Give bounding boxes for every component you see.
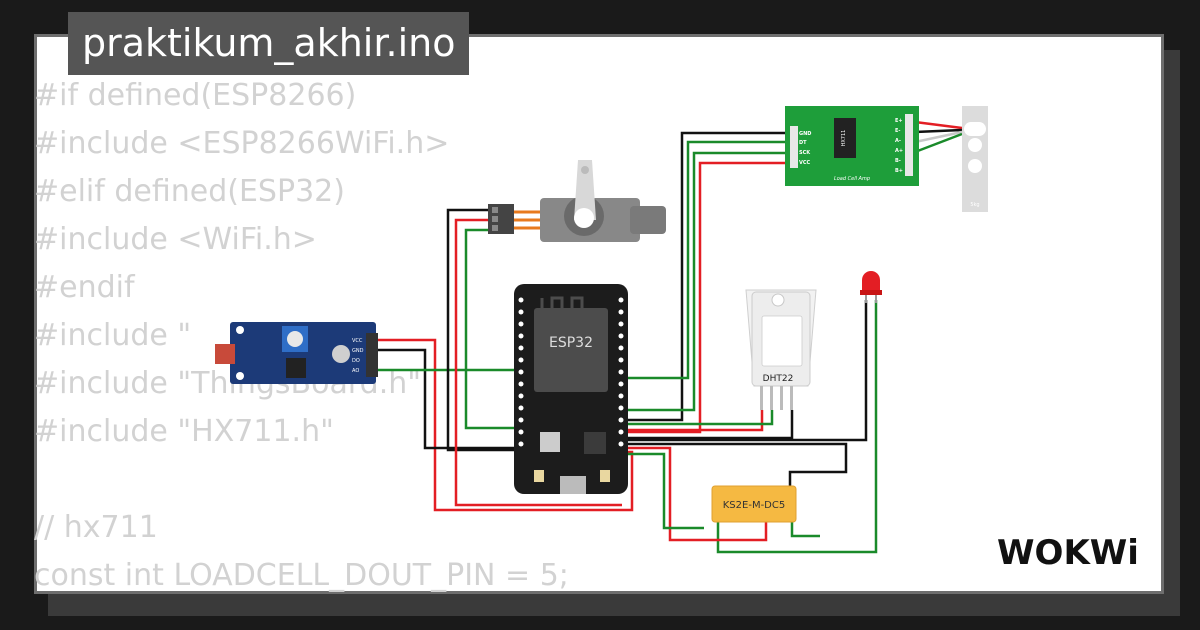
wire-loadcell-black xyxy=(914,128,963,134)
wire-relay-red xyxy=(622,446,768,542)
relay[interactable] xyxy=(711,485,797,523)
wire-servo-vcc xyxy=(454,218,622,507)
code-line: // hx711 xyxy=(34,510,158,545)
ldr-pin-label: GND xyxy=(352,348,364,354)
ldr-pin-label: AO xyxy=(352,368,359,374)
wire-led-anode xyxy=(622,300,868,442)
esp32-pin-headers xyxy=(518,297,624,447)
hx711-chip-label: HX711 xyxy=(841,130,847,147)
wire-loadcell-green xyxy=(914,132,963,154)
wire-servo-sig xyxy=(464,228,520,430)
ldr-pin-label: VCC xyxy=(352,338,363,344)
wire-loadcell-white xyxy=(914,130,963,144)
wire-led-cathode xyxy=(716,300,878,554)
hx711-pin-label: VCC xyxy=(799,160,811,166)
wire-dht-vcc xyxy=(622,410,764,432)
code-line: const int LOADCELL_DOUT_PIN = 5; xyxy=(34,558,569,593)
hx711-pin-label: B- xyxy=(895,158,901,164)
relay-label: KS2E-M-DC5 xyxy=(723,500,785,511)
wokwi-logo-text: WOKWi xyxy=(997,533,1139,573)
wire-ldr-vcc xyxy=(378,338,634,512)
wire-dht-gnd xyxy=(622,410,794,440)
ldr-pin-label: DO xyxy=(352,358,360,364)
wire-hx711-dt xyxy=(622,140,790,380)
photoresistor-icon xyxy=(215,344,235,364)
code-line: #elif defined(ESP32) xyxy=(34,174,345,209)
wokwi-logo: WOKWi xyxy=(997,533,1139,573)
hx711-module[interactable] xyxy=(785,106,919,186)
hx711-pin-label: DT xyxy=(799,140,807,146)
wire-relay-gnd xyxy=(622,442,848,486)
esp32-label: ESP32 xyxy=(549,335,593,351)
wire-hx711-sck xyxy=(622,151,790,412)
ldr-pin-labels: VCC GND DO AO xyxy=(352,338,364,374)
code-line: #if defined(ESP8266) xyxy=(34,78,357,113)
red-led[interactable] xyxy=(860,271,882,303)
code-line: #include <ESP8266WiFi.h> xyxy=(34,126,450,161)
wire-loadcell-red xyxy=(914,120,963,130)
dht22-sensor[interactable] xyxy=(745,289,817,410)
hx711-labels: HX711 Load Cell Amp GND DT SCK VCC E+ E-… xyxy=(799,118,903,182)
wire-ldr-gnd xyxy=(378,348,520,450)
wire-hx711-vcc xyxy=(622,161,790,434)
hx711-board-label: Load Cell Amp xyxy=(834,176,870,182)
hx711-pin-label: SCK xyxy=(799,150,811,156)
wire-servo-gnd xyxy=(446,208,520,452)
hx711-pin-label: A+ xyxy=(895,148,903,154)
project-title: praktikum_akhir.ino xyxy=(68,12,470,75)
esp32-board[interactable] xyxy=(514,284,628,494)
code-preview: #if defined(ESP8266) #include <ESP8266Wi… xyxy=(34,72,569,600)
hx711-pin-label: B+ xyxy=(895,168,903,174)
wire-relay-green-2 xyxy=(790,522,820,538)
hx711-pin-label: E- xyxy=(895,128,901,134)
hx711-pin-label: E+ xyxy=(895,118,903,124)
load-cell-label: 5kg xyxy=(970,202,979,208)
hx711-pin-label: A- xyxy=(895,138,901,144)
dht22-label: DHT22 xyxy=(763,374,794,384)
code-line: #include <WiFi.h> xyxy=(34,222,317,257)
wires xyxy=(378,120,963,554)
code-line: #include "HX711.h" xyxy=(34,414,334,449)
ldr-sensor-module[interactable] xyxy=(215,322,378,384)
wire-hx711-gnd xyxy=(622,131,790,422)
servo-motor[interactable] xyxy=(488,160,666,242)
wire-relay-green xyxy=(622,452,704,530)
wire-dht-data xyxy=(622,410,774,426)
load-cell[interactable] xyxy=(962,106,988,212)
code-line: #endif xyxy=(34,270,135,305)
hx711-pin-label: GND xyxy=(799,131,811,137)
code-line: #include " xyxy=(34,318,192,353)
